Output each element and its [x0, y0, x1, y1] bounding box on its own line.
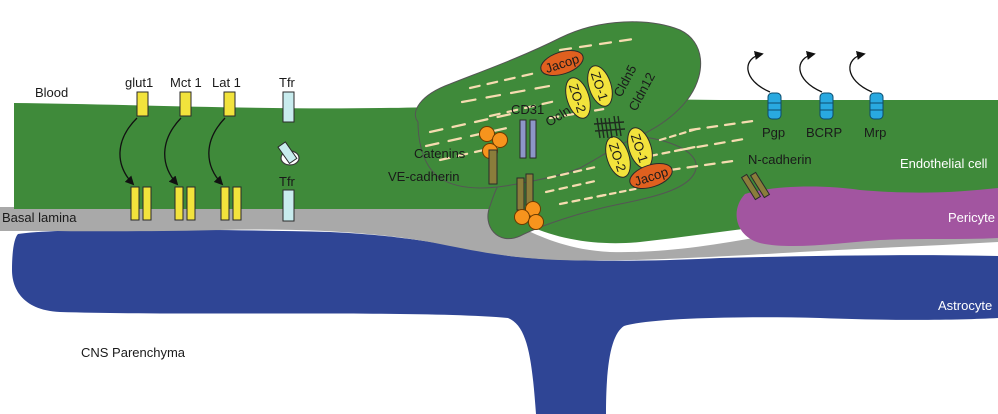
junction-dash: [743, 121, 753, 122]
tfr-basal-receptor: [283, 190, 294, 221]
pericyte-label: Pericyte: [948, 210, 995, 225]
ve-cadherin-bar: [517, 178, 524, 210]
mct1-basal-transporter: [175, 187, 183, 220]
n-cadherin-label: N-cadherin: [748, 152, 812, 167]
junction-dash: [688, 166, 698, 167]
cd31-label: CD31: [511, 102, 544, 117]
cns-parenchyma-label: CNS Parenchyma: [81, 345, 186, 360]
glut1-apical-transporter: [137, 92, 148, 116]
astrocyte-shape: [12, 230, 998, 414]
junction-dash: [725, 124, 735, 125]
endothelial-cell-label: Endothelial cell: [900, 156, 988, 171]
junction-dash: [690, 129, 700, 130]
junction-dash: [708, 126, 718, 127]
junction-dash: [595, 109, 603, 110]
junction-dash: [705, 164, 715, 165]
tfr-bottom-label: Tfr: [279, 174, 296, 189]
junction-dash: [663, 152, 670, 153]
mct1-apical-transporter: [180, 92, 191, 116]
junction-dash: [600, 195, 606, 196]
lat1-basal-transporter: [233, 187, 241, 220]
astrocyte-label: Astrocyte: [938, 298, 992, 313]
pgp-pump: [768, 93, 781, 119]
blood-label: Blood: [35, 85, 68, 100]
lat1-apical-transporter: [224, 92, 235, 116]
junction-dash: [620, 191, 626, 192]
cd31-bar: [530, 120, 536, 158]
basal-lamina-label: Basal lamina: [2, 210, 77, 225]
mrp-label: Mrp: [864, 125, 886, 140]
junction-dash: [723, 161, 733, 162]
junction-dash: [585, 198, 592, 199]
tfr-top-label: Tfr: [279, 75, 296, 90]
catenin-circle: [515, 210, 530, 225]
tfr-apical-receptor: [283, 92, 294, 122]
catenins-label: Catenins: [414, 146, 466, 161]
junction-dash: [610, 193, 616, 194]
glut1-basal-transporter: [131, 187, 139, 220]
catenin-circle: [529, 215, 544, 230]
ve-cadherin-bar: [489, 150, 497, 184]
bcrp-efflux-arrow: [800, 54, 822, 92]
pgp-efflux-arrow: [748, 54, 770, 92]
bcrp-label: BCRP: [806, 125, 842, 140]
mct1-basal-transporter: [187, 187, 195, 220]
junction-dash: [573, 200, 580, 201]
glut1-label: glut1: [125, 75, 153, 90]
mrp-pump: [870, 93, 883, 119]
junction-dash: [560, 203, 567, 204]
lat1-label: Lat 1: [212, 75, 241, 90]
bcrp-pump: [820, 93, 833, 119]
ve-cadherin-label: VE-cadherin: [388, 169, 460, 184]
mrp-efflux-arrow: [850, 54, 872, 92]
lat1-basal-transporter: [221, 187, 229, 220]
pgp-label: Pgp: [762, 125, 785, 140]
cd31-bar: [520, 120, 526, 158]
glut1-basal-transporter: [143, 187, 151, 220]
mct1-label: Mct 1: [170, 75, 202, 90]
junction-dash: [630, 189, 636, 190]
